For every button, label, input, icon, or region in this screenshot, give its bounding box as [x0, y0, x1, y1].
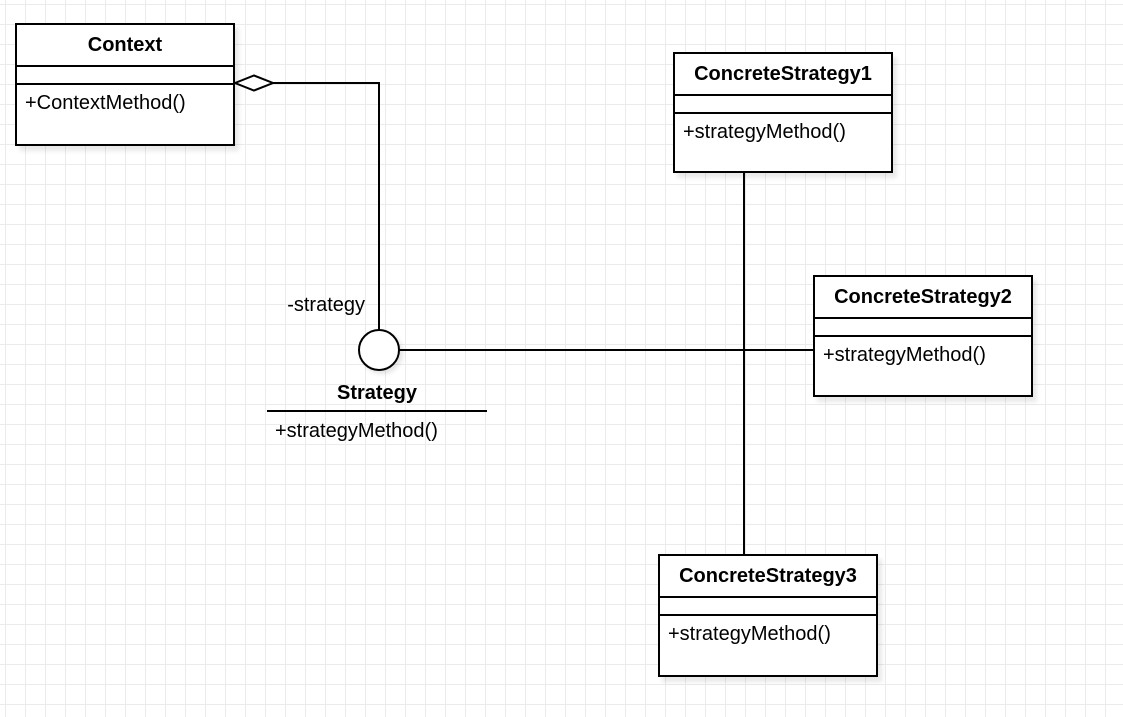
class-attributes-section [660, 598, 876, 616]
class-name: ConcreteStrategy2 [815, 277, 1031, 319]
class-attributes-section [815, 319, 1031, 337]
interface-lollipop-circle-icon[interactable] [358, 329, 400, 371]
class-attributes-section [17, 67, 233, 85]
class-name: Context [17, 25, 233, 67]
class-attributes-section [675, 96, 891, 114]
class-method: +strategyMethod() [668, 623, 831, 645]
interface-name: Strategy [267, 376, 487, 412]
class-name: ConcreteStrategy3 [660, 556, 876, 598]
interface-strategy[interactable]: Strategy +strategyMethod() [267, 376, 487, 443]
class-method: +strategyMethod() [683, 121, 846, 143]
class-box-concrete-strategy-3[interactable]: ConcreteStrategy3 +strategyMethod() [658, 554, 878, 677]
aggregation-edge-label[interactable]: -strategy [287, 294, 365, 316]
class-method: +strategyMethod() [823, 344, 986, 366]
aggregation-diamond-icon[interactable] [232, 74, 276, 92]
class-box-concrete-strategy-1[interactable]: ConcreteStrategy1 +strategyMethod() [673, 52, 893, 173]
class-name: ConcreteStrategy1 [675, 54, 891, 96]
class-box-context[interactable]: Context +ContextMethod() [15, 23, 235, 146]
aggregation-connector[interactable] [273, 82, 380, 330]
interface-method: +strategyMethod() [275, 420, 438, 442]
class-method: +ContextMethod() [25, 92, 186, 114]
class-box-concrete-strategy-2[interactable]: ConcreteStrategy2 +strategyMethod() [813, 275, 1033, 397]
